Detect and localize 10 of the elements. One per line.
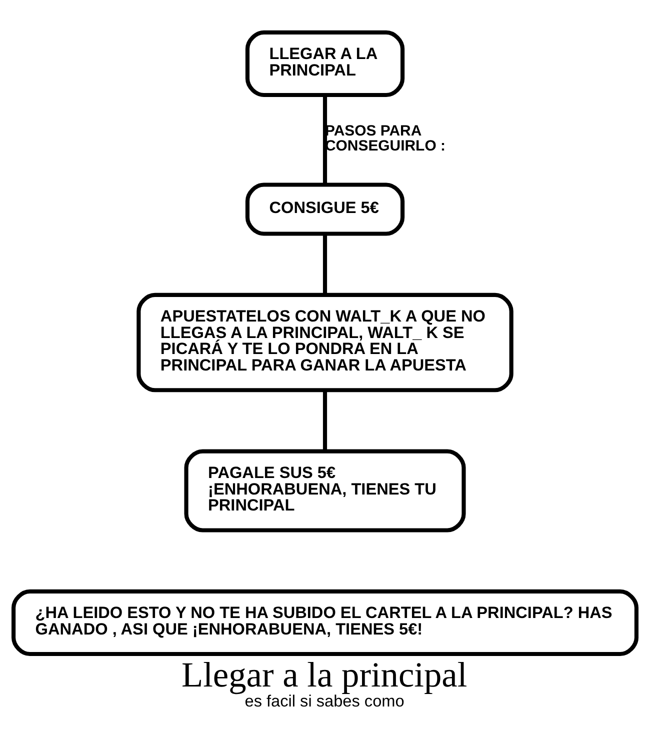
node-box: CONSIGUE 5€ bbox=[245, 182, 405, 236]
edge-label: PASOS PARA CONSEGUIRLO : bbox=[325, 122, 446, 154]
connector bbox=[322, 94, 328, 184]
diagram-title: Llegar a la principal bbox=[182, 654, 468, 694]
node-box: APUESTATELOS CON WALT_K A QUE NO LLEGAS A LA PRINCIPAL, WALT_ K SE PICARÁ Y TE LO PONDRA EN LA PRINCIPAL PARA GANAR LA APUESTA bbox=[136, 292, 514, 392]
connector bbox=[322, 233, 328, 294]
node-box: PAGALE SUS 5€ ¡ENHORABUENA, TIENES TU PRINCIPAL bbox=[184, 448, 466, 532]
connector bbox=[322, 390, 328, 451]
node-box: LLEGAR A LA PRINCIPAL bbox=[245, 30, 405, 97]
node-box: ¿HA LEIDO ESTO Y NO TE HA SUBIDO EL CARTEL A LA PRINCIPAL? HAS GANADO , ASI QUE ¡ENHORABUENA, TIENES 5€! bbox=[12, 588, 638, 656]
